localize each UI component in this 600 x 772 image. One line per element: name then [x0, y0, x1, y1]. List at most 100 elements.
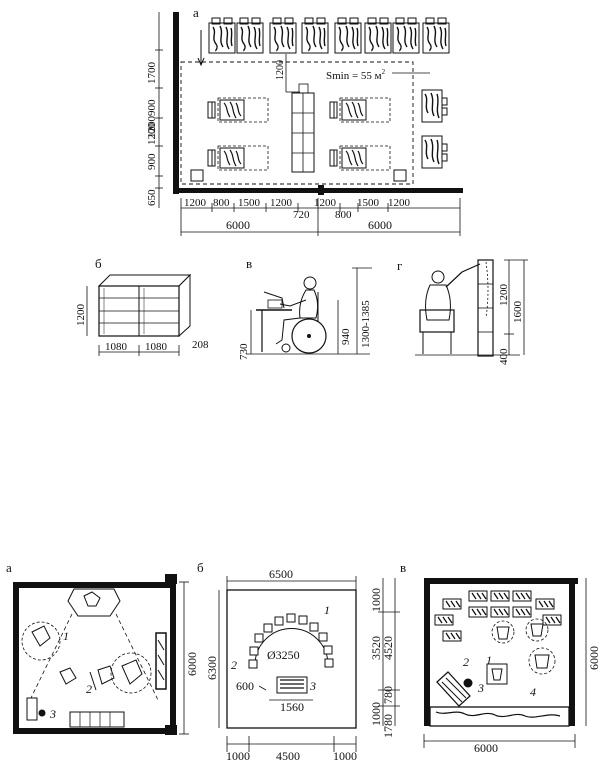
desk-unit [334, 17, 362, 54]
corner-cabinet [393, 169, 407, 182]
wheelchair-desk [329, 97, 391, 123]
zone-label: 2 [86, 682, 92, 696]
dim-label: 800 [335, 209, 352, 221]
zone-label: 4 [530, 685, 536, 699]
room-plan-b: б 6500 6300 Ø3250 1560 600 1 2 [197, 560, 357, 763]
desk [512, 606, 532, 618]
room-plan-c: в 1 2 3 4 [369, 560, 600, 755]
desk [535, 598, 555, 610]
room-c-letter: в [400, 560, 406, 575]
chair [323, 645, 333, 655]
dim-label: 6500 [269, 567, 293, 581]
dim-label: 1300-1385 [360, 300, 372, 348]
dim-label: 1500 [357, 197, 380, 209]
dim-label: 650 [146, 189, 158, 206]
desk-unit [364, 17, 392, 54]
tall-shelf-elevation: г 1200 1600 400 [397, 258, 528, 365]
wheelchair-desk [207, 97, 269, 123]
dim-label: 1200 [275, 60, 286, 80]
bottom-dimension-chain: 1200 800 1500 1200 720 1200 800 1500 120… [180, 197, 461, 236]
desk-unit [301, 17, 329, 54]
dim-label: 1200 [75, 304, 87, 327]
zone-label: 2 [231, 658, 237, 672]
zone-label: 1 [324, 603, 330, 617]
reading-room-plan: а Smin = 55 м2 1200 1700 900 1200 900 12… [146, 5, 463, 236]
dim-label: 6000 [587, 646, 600, 670]
chair [286, 613, 296, 623]
dim-label: 1200 [270, 197, 293, 209]
chair [318, 632, 328, 642]
dim-label: 900 [146, 153, 158, 170]
top-row-desks [208, 17, 450, 54]
central-bookcase [291, 83, 315, 173]
right-side-desks [421, 89, 448, 169]
desk-unit [422, 17, 450, 54]
dim-label: 6000 [474, 741, 498, 755]
tall-letter: г [397, 258, 402, 273]
side-desk [421, 89, 448, 123]
dim-label: 3520 [369, 636, 383, 660]
zone-label: 3 [309, 679, 316, 693]
chair [249, 646, 259, 656]
room-b-letter: б [197, 560, 204, 575]
dim-label: 780 [381, 686, 395, 704]
desk-letter: в [246, 256, 252, 271]
chair [298, 615, 308, 625]
chair [263, 623, 273, 633]
desk [434, 614, 454, 626]
desk [490, 590, 510, 602]
dim-label: 1500 [238, 197, 261, 209]
zone-label: 2 [463, 655, 469, 669]
chair [254, 633, 264, 643]
desk-unit [236, 17, 264, 54]
wheelchair-desk [207, 145, 269, 171]
desk-unit [392, 17, 420, 54]
side-desk [421, 135, 448, 169]
dim-label: 940 [340, 328, 352, 345]
dim-label: 800 [213, 197, 230, 209]
left-dimension-chain: 1700 900 1200 900 1200 650 [146, 12, 163, 208]
dim-label: 1200 [146, 123, 158, 146]
dim-label: 4500 [276, 749, 300, 763]
zone-label: 3 [49, 707, 56, 721]
plan-letter: а [193, 5, 199, 20]
desk [468, 590, 488, 602]
zone-label: 3 [477, 681, 484, 695]
dim-label: 600 [236, 679, 254, 693]
dim-label: 1200 [146, 116, 158, 139]
chair [309, 622, 319, 632]
chair [274, 616, 284, 626]
dim-label: 1200 [184, 197, 207, 209]
dim-label: 730 [238, 343, 250, 360]
minimum-area-outline [180, 61, 414, 185]
wheelchair-desk-elevation: в 730 940 1300-1385 [238, 256, 372, 360]
dim-label: 1080 [145, 341, 168, 353]
desk-unit [269, 17, 297, 54]
chair [248, 659, 258, 669]
dim-label: 900 [146, 99, 158, 116]
shelf-letter: б [95, 256, 102, 271]
room-a-letter: а [6, 560, 12, 575]
dim-label: 720 [293, 209, 310, 221]
dim-label: 1560 [280, 700, 304, 714]
desk [468, 606, 488, 618]
dim-label: 1000 [226, 749, 250, 763]
zone-label: 1 [63, 629, 69, 643]
dim-label: 1200 [388, 197, 411, 209]
desk [442, 630, 462, 642]
chair [324, 658, 334, 668]
dim-label: 1000 [369, 702, 383, 726]
dim-label: 1080 [105, 341, 128, 353]
desk [490, 606, 510, 618]
bookshelf-elevation: б 1200 1080 1080 208 [75, 256, 209, 356]
wheelchair-desk [329, 145, 391, 171]
dim-label: 400 [498, 348, 510, 365]
room-plan-a: а 1 2 3 6000 [6, 560, 199, 735]
wall-column [318, 185, 324, 195]
circle-diameter: Ø3250 [267, 648, 300, 662]
dim-label: 208 [192, 339, 209, 351]
dim-label: 1000 [333, 749, 357, 763]
dim-label: 1780 [381, 714, 395, 738]
desk-unit [208, 17, 236, 54]
